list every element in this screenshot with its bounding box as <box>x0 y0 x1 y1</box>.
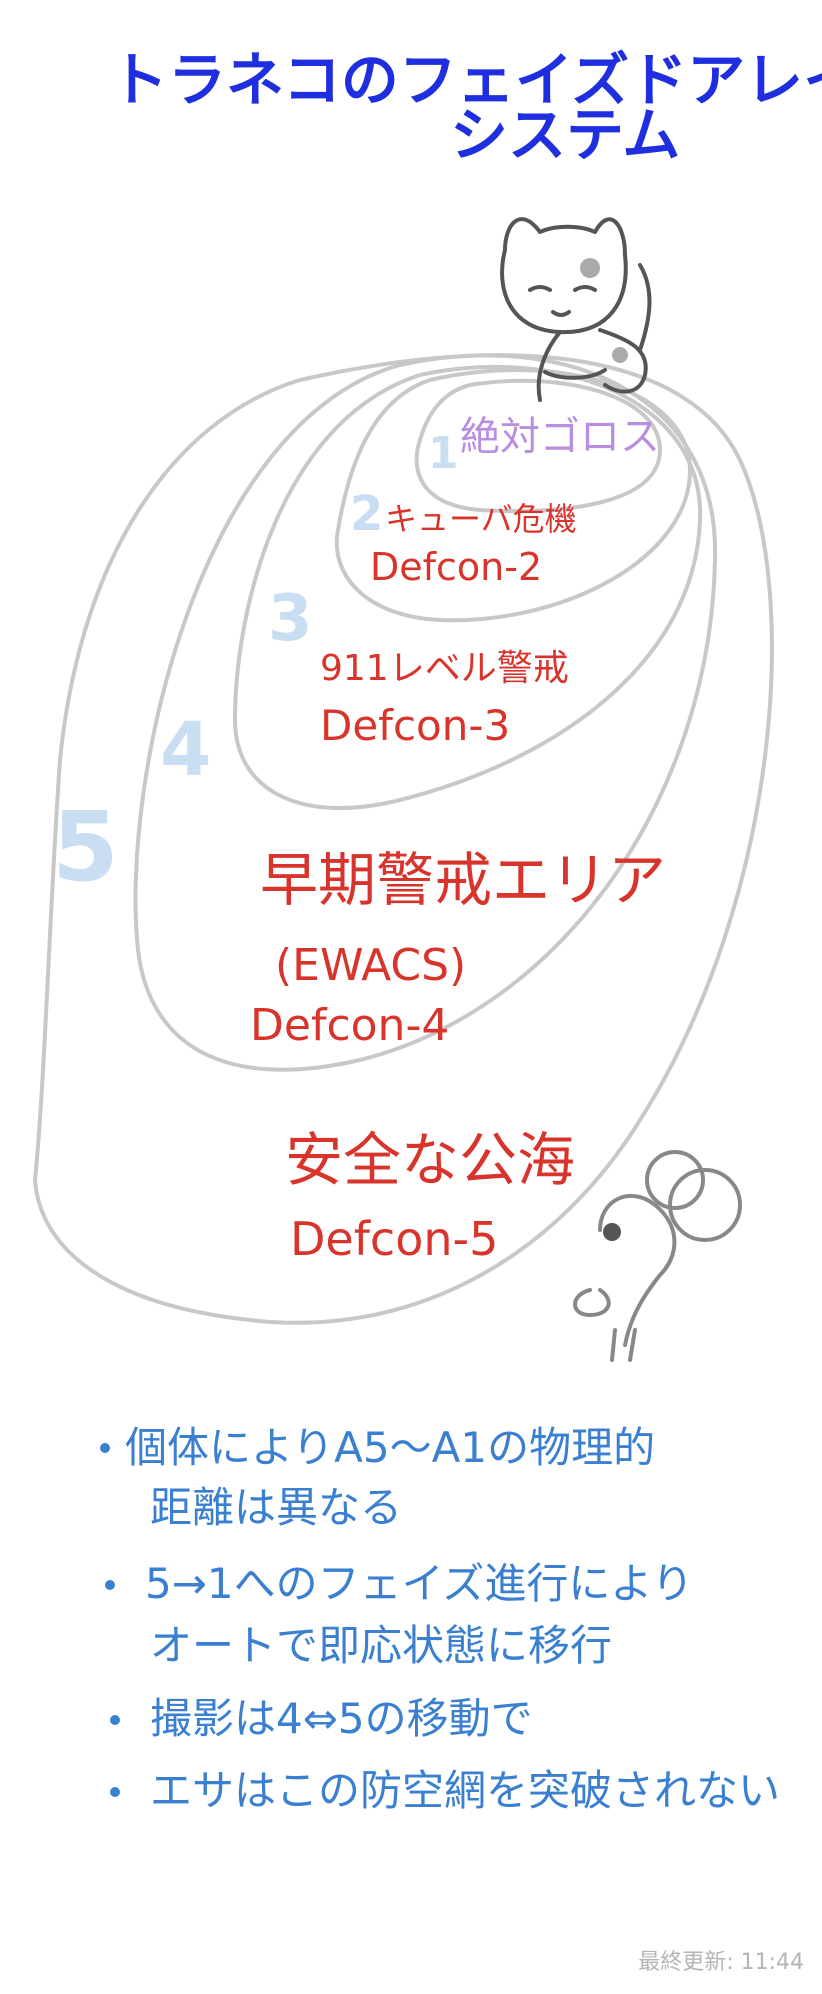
zone-3-defcon: Defcon-3 <box>320 701 510 750</box>
ring-zone-3 <box>232 364 703 810</box>
zone-2-label: キューバ危機 <box>385 500 577 538</box>
zone-number-5: 5 <box>52 791 119 903</box>
zone-5-label: 安全な公海 <box>285 1126 575 1194</box>
zone-number-1: 1 <box>428 428 459 479</box>
zone-4-label: 早期警戒エリア <box>260 846 666 914</box>
note-1-line-2: 距離は異なる <box>150 1483 402 1532</box>
ring-zone-5 <box>33 353 774 1325</box>
note-bullet-1 <box>100 1443 110 1453</box>
mouse-icon <box>573 1150 742 1362</box>
zone-rings <box>33 353 774 1325</box>
zone-4-sublabel: (EWACS) <box>275 940 466 991</box>
notes-list: 個体によりA5〜A1の物理的 距離は異なる 5→1へのフェイズ進行により オート… <box>100 1423 780 1815</box>
zone-2-defcon: Defcon-2 <box>370 545 542 589</box>
zone-3-label: 911レベル警戒 <box>320 648 569 689</box>
zone-4-defcon: Defcon-4 <box>250 1000 449 1051</box>
zone-5-defcon: Defcon-5 <box>290 1212 498 1266</box>
note-bullet-4 <box>110 1787 120 1797</box>
ring-zone-5-left <box>33 378 302 1182</box>
note-1-line-1: 個体によりA5〜A1の物理的 <box>125 1423 655 1472</box>
note-bullet-3 <box>110 1715 120 1725</box>
zone-number-2: 2 <box>350 486 383 542</box>
zone-number-4: 4 <box>160 707 212 793</box>
ring-zone-4 <box>133 353 718 1072</box>
title-line-2: システム <box>450 101 680 169</box>
note-bullet-2 <box>105 1580 115 1590</box>
zone-number-3: 3 <box>268 582 313 656</box>
last-updated-timestamp: 最終更新: 11:44 <box>638 1950 804 1975</box>
note-3-line-1: 撮影は4⇔5の移動で <box>150 1694 533 1743</box>
ring-zone-1 <box>414 378 663 514</box>
cat-icon <box>500 217 652 402</box>
note-2-line-2: オートで即応状態に移行 <box>150 1621 612 1670</box>
note-2-line-1: 5→1へのフェイズ進行により <box>145 1559 694 1608</box>
note-4-line-1: エサはこの防空網を突破されない <box>150 1766 780 1815</box>
zone-1-label: 絶対ゴロス <box>460 414 660 460</box>
title-line-1: トラネコのフェイズドアレイ <box>110 46 822 114</box>
